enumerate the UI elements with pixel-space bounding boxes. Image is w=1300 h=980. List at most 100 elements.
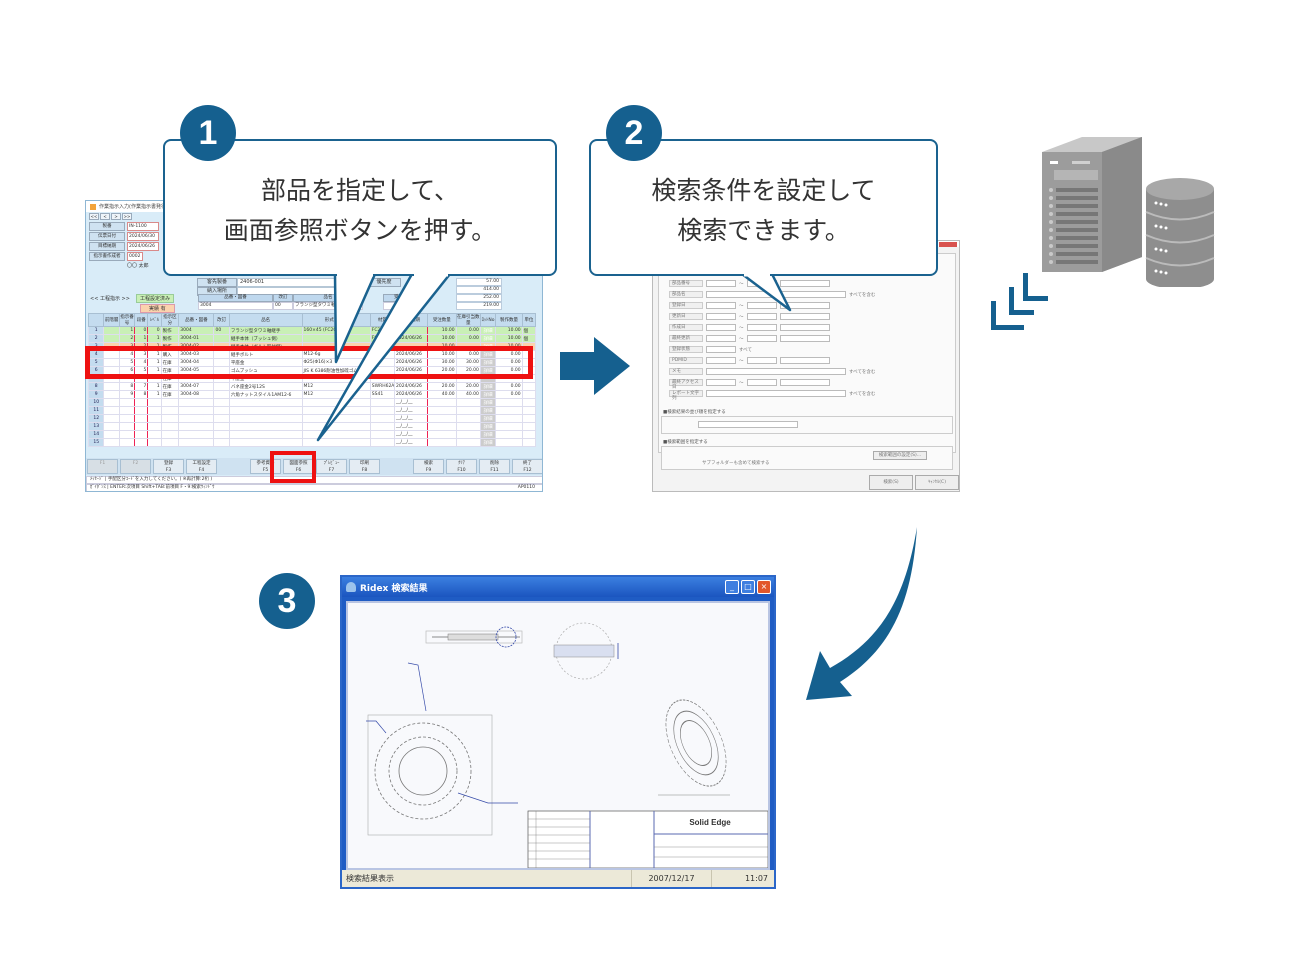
fkey-key: F3 (165, 468, 172, 473)
search-condition-row: PDMID〜 (669, 357, 830, 364)
step-3-number: 3 (259, 573, 315, 629)
step-1-number: 1 (180, 105, 236, 161)
table-row[interactable]: 15__/__/__詳細 (87, 438, 537, 447)
step-2-number: 2 (606, 105, 662, 161)
nav-next-button[interactable]: > (111, 213, 121, 220)
fkey-label: 印刷 (360, 461, 369, 466)
server-database-icon (1042, 137, 1215, 287)
col-header: 改訂 (213, 313, 230, 327)
cell-lot[interactable]: 詳細 (479, 438, 497, 447)
condition-input[interactable] (706, 280, 736, 287)
title-block-brand: Solid Edge (689, 818, 731, 827)
set-range-button[interactable]: 検索範囲の設定(S)... (873, 451, 927, 460)
seiban-field[interactable]: IN-1100 (127, 222, 159, 231)
fkey-key: F10 (457, 468, 466, 473)
close-icon[interactable]: × (757, 580, 771, 594)
window-title: 作業指示入力(作業指示書発行) (99, 204, 168, 210)
sort-section-title: ■検索結果の並び順を指定する (663, 410, 726, 415)
condition-input[interactable] (706, 313, 736, 320)
total-value: 414.00 (456, 286, 502, 294)
drawing-canvas[interactable]: Solid Edge (346, 601, 770, 870)
nav-last-button[interactable]: >> (122, 213, 132, 220)
total-value: 252.00 (456, 294, 502, 302)
totals: 57.00 414.00 252.00 219.00 (456, 278, 502, 310)
minimize-icon[interactable]: _ (725, 580, 739, 594)
fkey-key: F1 (99, 461, 106, 466)
subfolder-checkbox[interactable]: サブフォルダーも含めて検索する (702, 461, 770, 466)
viewer-status-text: 検索結果表示 (342, 870, 632, 887)
cad-drawing: Solid Edge (366, 622, 769, 869)
fkey-label: 図面参照 (289, 461, 308, 466)
sort-select[interactable] (698, 421, 798, 428)
condition-input[interactable] (706, 324, 736, 331)
condition-input-to[interactable] (746, 379, 777, 386)
step-2-bubble: 検索条件を設定して 検索できます。 (589, 139, 938, 276)
condition-input-to[interactable] (746, 357, 777, 364)
condition-input[interactable] (706, 346, 736, 353)
cancel-button[interactable]: ｷｬﾝｾﾙ(C) (915, 475, 959, 490)
condition-mode-select[interactable] (779, 335, 830, 342)
target-date-field[interactable]: 2024/06/26 (127, 242, 159, 251)
maximize-icon[interactable]: □ (741, 580, 755, 594)
fkey-label: 検索 (424, 461, 433, 466)
condition-mode-select[interactable] (779, 324, 830, 331)
cell-lv (147, 438, 162, 447)
condition-input[interactable] (706, 390, 846, 397)
condition-input[interactable] (706, 302, 736, 309)
fkey-label: 終了 (523, 461, 532, 466)
condition-input[interactable] (706, 368, 846, 375)
condition-mode-select[interactable] (779, 379, 830, 386)
viewer-status-date: 2007/12/17 (632, 870, 712, 887)
fkey-f2-button[interactable]: F2 (120, 459, 151, 474)
fkey-f1-button[interactable]: F1 (87, 459, 118, 474)
guidance-line: ｶﾞｲﾀﾞﾝｽ | ENTER:次項目 Shift+TAB:前項目 F・9:検索… (86, 484, 542, 491)
condition-input-to[interactable] (746, 313, 777, 320)
fkey-label: ﾌﾟﾚﾋﾞｭｰ (323, 461, 340, 466)
condition-input[interactable] (706, 335, 736, 342)
rev-value: 00 (273, 302, 293, 310)
condition-label: 最終アクセス日 (669, 379, 703, 390)
condition-input-to[interactable] (746, 335, 777, 342)
condition-mode-select[interactable] (779, 313, 830, 320)
viewer-status-time: 11:07 (744, 874, 768, 883)
slip-date-field[interactable]: 2024/06/30 (127, 232, 159, 241)
total-value: 57.00 (456, 278, 502, 286)
selected-parts-highlight (85, 346, 533, 379)
author-name: 〇〇 太郎 (127, 263, 149, 269)
search-condition-row: 作成日〜 (669, 324, 830, 331)
nav-prev-button[interactable]: < (100, 213, 110, 220)
cell-rev (213, 438, 230, 447)
condition-input[interactable] (706, 357, 736, 364)
author-code-field[interactable]: 0002 (127, 252, 143, 261)
search-condition-row: 更新日〜 (669, 313, 830, 320)
step-1-line-2: 画面参照ボタンを押す。 (223, 216, 497, 245)
close-icon[interactable] (939, 242, 957, 247)
cell-idx (118, 438, 136, 447)
condition-input[interactable] (706, 379, 736, 386)
guidance-text: ｶﾞｲﾀﾞﾝｽ | ENTER:次項目 Shift+TAB:前項目 F・9:検索… (90, 485, 215, 490)
viewer-titlebar: Ridex 検索結果 (342, 577, 774, 597)
condition-label: 登録状態 (669, 346, 703, 353)
fkey-key: F11 (490, 468, 499, 473)
app-icon (346, 582, 356, 592)
search-button[interactable]: 検索(S) (869, 475, 913, 490)
condition-mode-select[interactable] (779, 357, 830, 364)
process-nav[interactable]: << 工程指示 >> (90, 296, 130, 302)
condition-label: 作成日 (669, 324, 703, 331)
nav-first-button[interactable]: << (89, 213, 99, 220)
condition-input-to[interactable] (746, 324, 777, 331)
col-header: 在庫引当数量 (455, 313, 481, 327)
step-2-line-1: 検索条件を設定して (651, 176, 876, 205)
condition-extra: 〜 (739, 314, 744, 320)
